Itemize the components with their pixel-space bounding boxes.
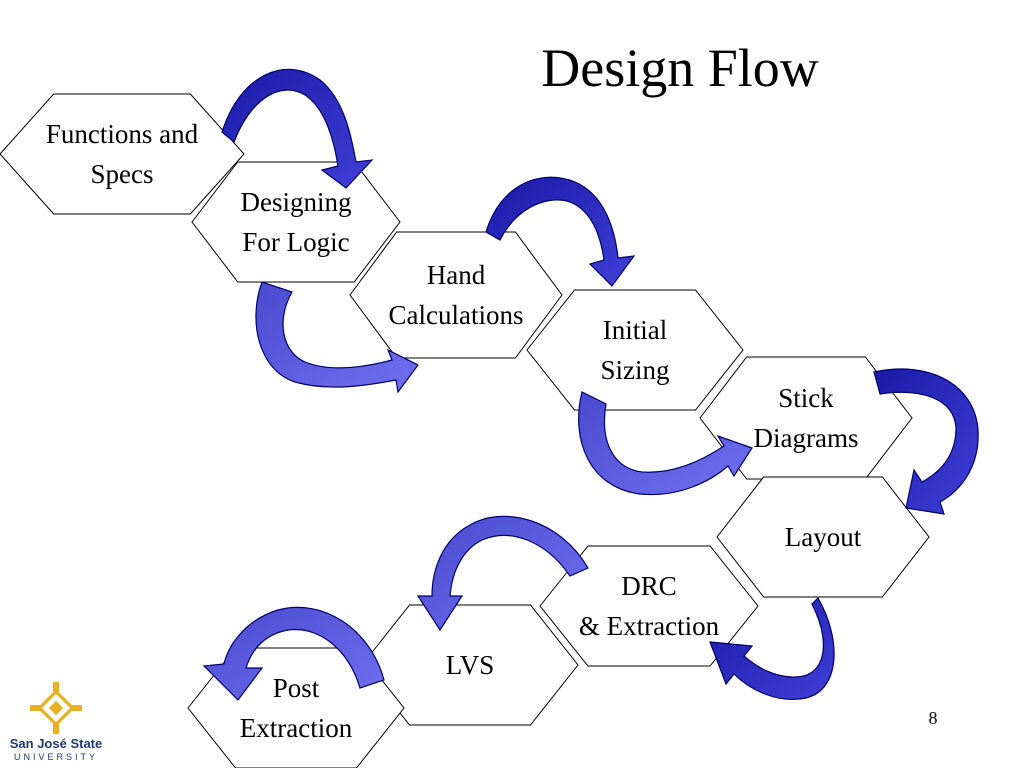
arrow-functions-to-designing [221, 68, 374, 189]
step-hexagon-layout [716, 476, 930, 598]
step-label-drc-extraction-line2: & Extraction [579, 611, 720, 641]
step-label-post-extraction-line1: Post [273, 673, 320, 703]
step-hexagon-functions-specs [0, 93, 245, 215]
arrow-layout-to-drc [709, 597, 835, 700]
university-logo: San José State UNIVERSITY [6, 680, 106, 766]
step-label-initial-sizing-line2: Sizing [600, 355, 669, 385]
step-label-functions-specs-line2: Specs [91, 159, 154, 189]
step-label-drc-extraction-line1: DRC [621, 571, 677, 601]
arrow-designing-to-hand [255, 281, 419, 394]
step-label-layout-line1: Layout [785, 522, 862, 552]
step-hexagon-lvs [361, 604, 579, 726]
logo-subtitle: UNIVERSITY [13, 752, 98, 762]
arrow-drc-to-lvs [416, 515, 589, 632]
sjsu-emblem-icon [30, 682, 82, 734]
arrow-lvs-to-post [202, 606, 385, 701]
step-label-stick-diagrams-line1: Stick [778, 383, 834, 413]
arrow-stick-to-layout [873, 368, 979, 515]
step-hexagon-initial-sizing [526, 289, 744, 411]
step-hexagon-stick-diagrams [699, 356, 913, 480]
step-label-hand-calculations-line2: Calculations [389, 300, 524, 330]
logo-name: San José State [9, 736, 103, 751]
step-label-designing-logic-line2: For Logic [242, 227, 349, 257]
slide-title: Design Flow [541, 38, 819, 98]
step-label-hand-calculations-line1: Hand [427, 260, 486, 290]
step-hexagon-drc-extraction [539, 545, 759, 667]
step-label-functions-specs-line1: Functions and [46, 119, 199, 149]
arrow-initial-to-stick [578, 391, 753, 496]
page-number: 8 [928, 708, 938, 728]
step-label-post-extraction-line2: Extraction [240, 713, 353, 743]
step-label-stick-diagrams-line2: Diagrams [754, 423, 859, 453]
step-label-lvs-line1: LVS [446, 650, 495, 680]
step-hexagon-hand-calculations [349, 231, 563, 359]
step-label-designing-logic-line1: Designing [241, 187, 352, 217]
step-hexagon-designing-logic [191, 161, 401, 283]
step-label-initial-sizing-line1: Initial [603, 315, 667, 345]
arrow-hand-to-initial [485, 176, 636, 287]
